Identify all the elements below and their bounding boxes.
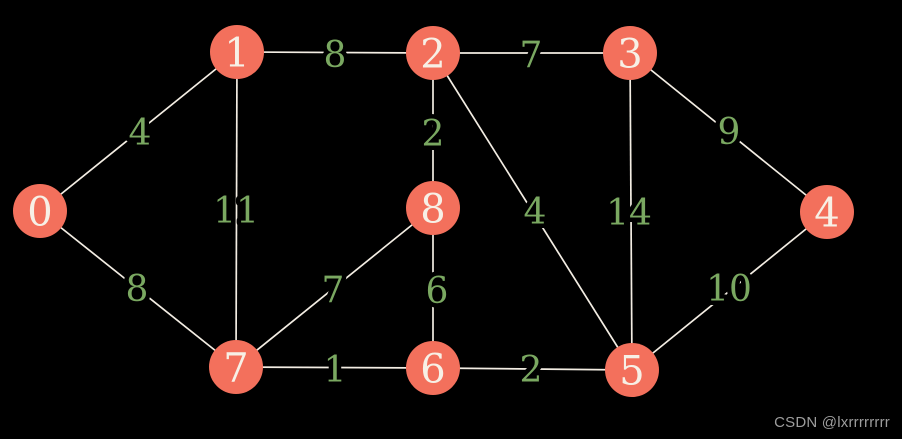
edge-weight-label-6-7: 1 [324,350,347,391]
edge-weight-label-3-5: 14 [606,193,652,234]
node-label: 7 [223,345,248,391]
graph-node-4: 4 [800,185,854,239]
graph-edge-6-7 [235,366,434,369]
graph-edge-2-5 [432,52,633,371]
node-circle [406,181,460,235]
graph-edge-3-5 [629,52,633,371]
edge-weight-label-0-7: 8 [126,269,149,310]
edge-weight-label-2-3: 7 [520,35,543,76]
edge-weight-label-2-5: 4 [524,192,547,233]
edge-weight-label-1-7: 11 [213,191,259,232]
edge-weight-label-7-8: 7 [322,270,345,311]
edge-weight-label-5-6: 2 [520,350,543,391]
edge-weight-label-6-8: 6 [426,271,449,312]
graph-node-7: 7 [209,340,263,394]
node-circle [406,26,460,80]
graph-node-2: 2 [406,26,460,80]
node-label: 6 [420,346,445,392]
node-circle [603,26,657,80]
node-label: 3 [617,31,642,77]
node-label: 5 [619,348,644,394]
graph-node-1: 1 [210,25,264,79]
node-circle [605,343,659,397]
node-circle [800,185,854,239]
node-circle [406,341,460,395]
graph-edge-1-2 [236,51,434,54]
graph-edge-7-8 [235,207,434,368]
graph-node-0: 0 [13,184,67,238]
node-circle [209,340,263,394]
graph-edge-4-5 [631,211,828,371]
node-label: 0 [27,189,52,235]
graph-node-6: 6 [406,341,460,395]
edge-weight-label-0-1: 4 [129,113,152,154]
edge-weight-label-2-8: 2 [422,114,445,155]
graph-edge-5-6 [432,367,633,371]
graph-node-3: 3 [603,26,657,80]
edge-weight-label-1-2: 8 [324,35,347,76]
graph-edge-1-7 [235,51,238,368]
edge-weight-label-4-5: 10 [706,269,752,310]
edge-weight-label-3-4: 9 [718,112,741,153]
graph-node-5: 5 [605,343,659,397]
node-label: 8 [420,186,445,232]
graph-edge-0-7 [39,210,237,368]
node-circle [210,25,264,79]
node-label: 1 [224,30,249,76]
graph-edge-0-1 [39,51,238,212]
node-label: 2 [420,31,445,77]
graph-node-8: 8 [406,181,460,235]
node-circle [13,184,67,238]
node-label: 4 [814,190,839,236]
watermark: CSDN @lxrrrrrrrr [774,414,890,431]
graph-edge-3-4 [629,52,828,213]
